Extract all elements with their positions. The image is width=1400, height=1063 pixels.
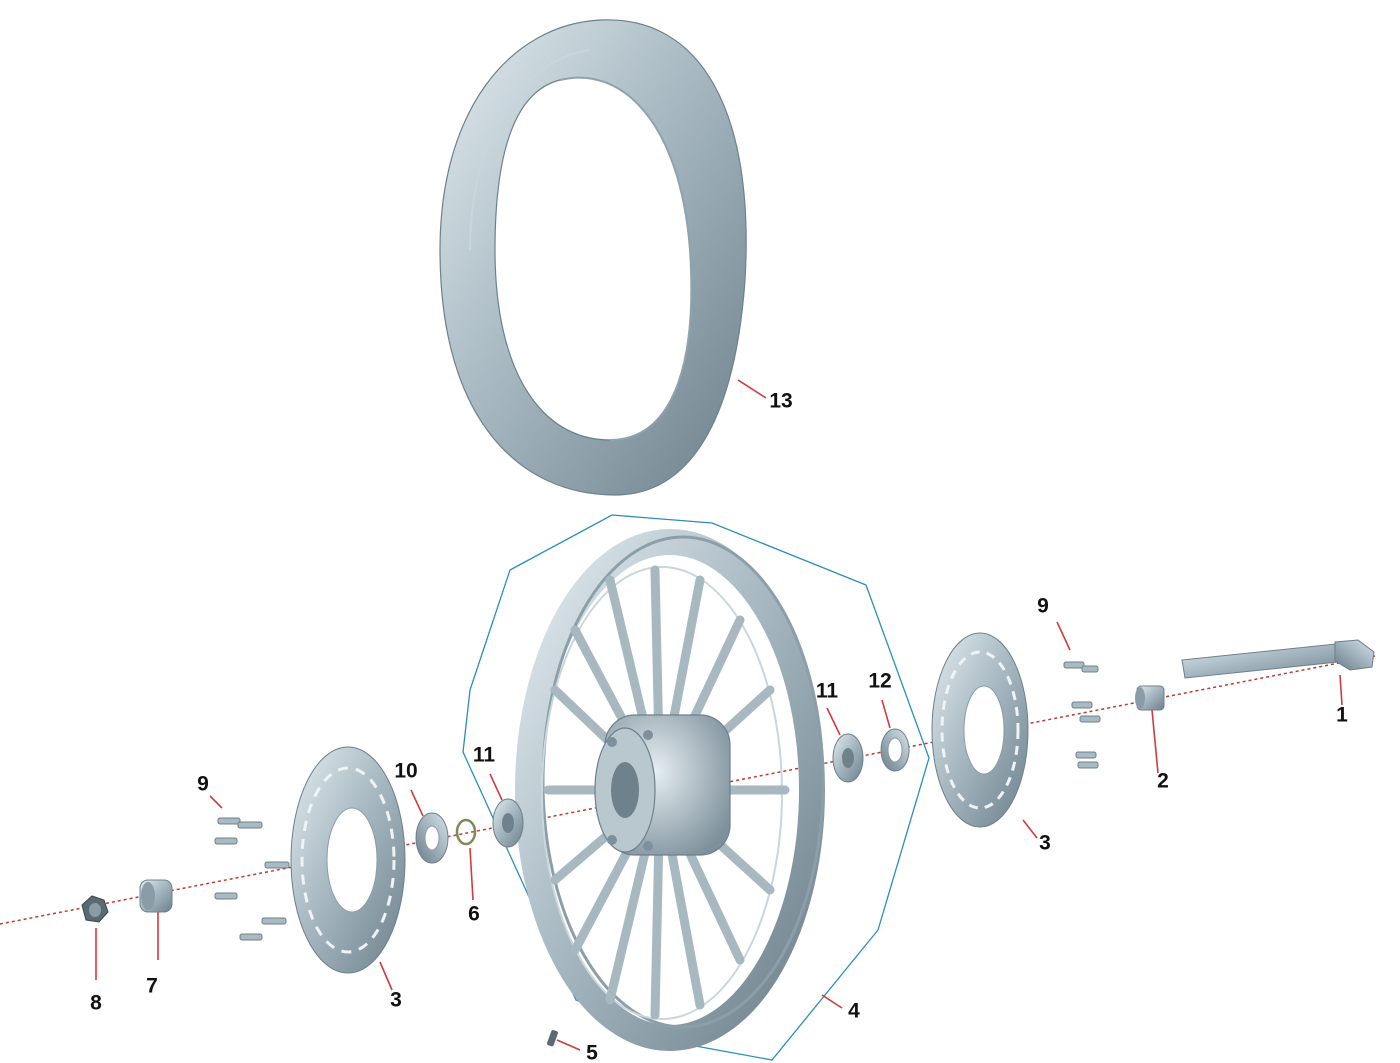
callout-8: 8 (90, 992, 102, 1015)
wheel-assembly-outline (462, 514, 930, 1061)
callout-7: 7 (146, 975, 158, 998)
valve-5 (547, 1030, 558, 1047)
oil-seal-10 (415, 812, 449, 864)
callout-3-left: 3 (390, 989, 402, 1012)
bearing-11-left (492, 798, 524, 848)
oil-seal-12 (880, 728, 910, 772)
tire (439, 19, 747, 496)
callout-11-right: 11 (816, 680, 839, 703)
brake-disc-left (290, 746, 406, 974)
collar-7 (139, 879, 173, 913)
circlip-6 (455, 818, 477, 846)
callout-1: 1 (1336, 704, 1348, 727)
leader-lines (95, 379, 1343, 1051)
callout-13: 13 (769, 390, 792, 413)
callout-9-left: 9 (197, 773, 209, 796)
spacer (1135, 685, 1165, 711)
nut-8 (81, 895, 109, 923)
bearing-11-right (832, 733, 864, 783)
callout-5: 5 (586, 1042, 598, 1063)
disc-bolts-right (1063, 661, 1101, 769)
callout-12: 12 (868, 670, 891, 693)
callout-11-left: 11 (473, 744, 496, 767)
callout-10: 10 (394, 760, 417, 783)
brake-disc-right (931, 632, 1029, 828)
callout-9-right: 9 (1037, 595, 1049, 618)
callout-labels: 13 1 2 3 3 4 5 6 7 8 9 9 10 11 11 12 (90, 390, 1348, 1063)
disc-bolts-left (214, 817, 290, 941)
callout-3-right: 3 (1039, 832, 1051, 855)
callout-2: 2 (1157, 770, 1169, 793)
wheel-hub (594, 714, 731, 856)
callout-6: 6 (468, 903, 480, 926)
callout-4: 4 (848, 1000, 860, 1023)
axle (1181, 639, 1375, 679)
